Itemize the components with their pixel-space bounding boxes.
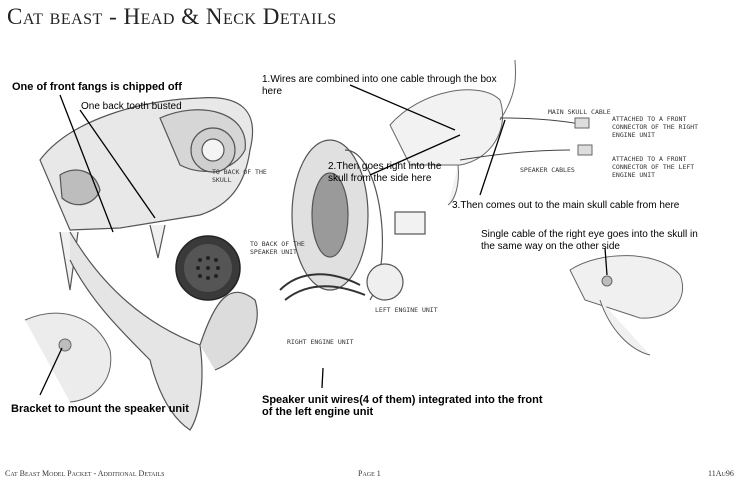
left-engine-note: Left engine unit (375, 306, 438, 314)
step-3-note: 3.Then comes out to the main skull cable… (452, 200, 680, 211)
speaker-wires-note: Speaker unit wires(4 of them) integrated… (262, 394, 543, 418)
cable-inset-sketch (389, 59, 593, 206)
footer-page: Page 1 (358, 469, 381, 478)
bracket-note: Bracket to mount the speaker unit (11, 403, 189, 415)
right-engine-note: Right engine unit (287, 338, 354, 346)
engine-unit-sketch (279, 139, 426, 301)
footer-date: 11Au96 (708, 469, 734, 478)
back-tooth-note: One back tooth busted (81, 101, 182, 112)
attached-left-note: Attached to a front connector of the lef… (612, 155, 695, 179)
speaker-unit-sketch (175, 235, 241, 301)
step-1-note: 1.Wires are combined into one cable thro… (262, 74, 497, 97)
speaker-cables-note: Speaker cables (520, 166, 575, 174)
main-skull-cable-note: Main skull cable (548, 108, 611, 116)
bracket-inset-sketch (24, 312, 112, 403)
right-eye-inset-sketch (569, 255, 684, 356)
page-title: Cat beast - Head & Neck Details (7, 4, 337, 29)
main-skull-sketch (39, 97, 258, 431)
leader-lines (39, 84, 608, 396)
attached-right-note: Attached to a front connector of the rig… (612, 115, 699, 139)
to-back-skull-note: to Back of the skull (212, 168, 267, 184)
to-back-speaker-note: to Back of the Speaker unit (250, 240, 305, 256)
fang-chipped-note: One of front fangs is chipped off (12, 81, 182, 93)
single-cable-note: Single cable of the right eye goes into … (481, 229, 698, 252)
footer-left: Cat Beast Model Packet - Additional Deta… (5, 469, 165, 478)
step-2-note: 2.Then goes right into the skull from th… (328, 161, 442, 184)
